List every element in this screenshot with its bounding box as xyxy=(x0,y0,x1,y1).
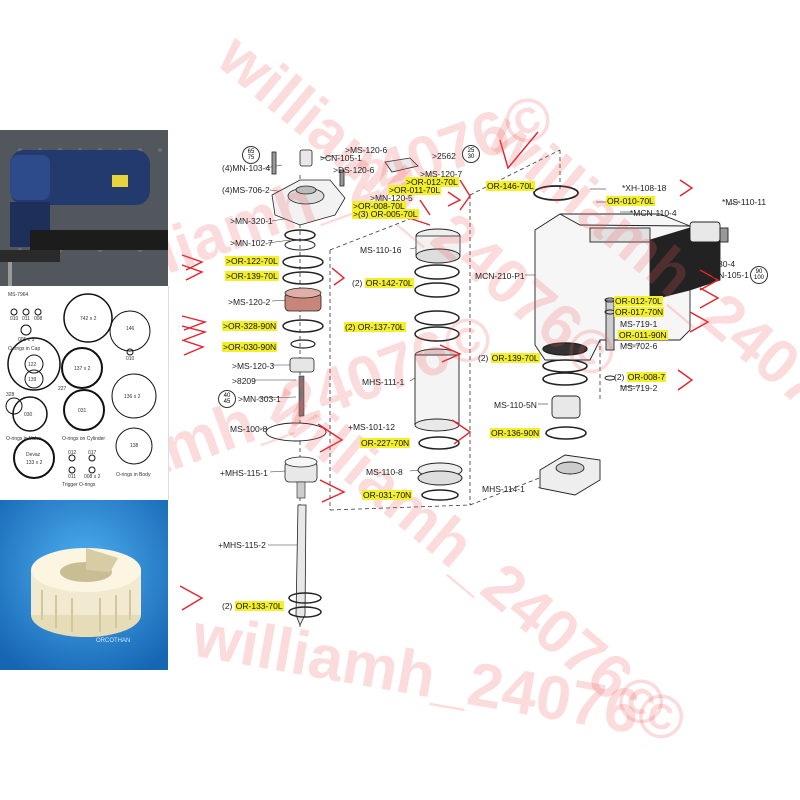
cylinder-column-parts xyxy=(414,228,463,501)
oring-n146: 146 xyxy=(126,326,135,332)
label-mn-103-4: (4)MN-103-4 xyxy=(222,163,271,173)
oring-n137: 137 x 2 xyxy=(74,366,91,372)
label-8209: >8209 xyxy=(232,376,256,386)
oring-n011: 011 xyxy=(22,316,30,322)
oring-n008: 008 xyxy=(34,316,43,322)
oring-n122: 122 xyxy=(28,362,37,368)
label-mn-303-1: >MN-303-1 xyxy=(238,394,281,404)
oring-n030: 030 xyxy=(24,412,33,418)
oring-n012: 012 xyxy=(68,450,77,456)
oring-n328: 328 xyxy=(6,392,15,398)
label-mhs-114-1: MHS-114-1 xyxy=(482,484,525,494)
label-mhs-111-1: MHS-111-1 xyxy=(362,377,405,387)
label-ms-702-6: MS-702-6 xyxy=(620,341,658,351)
label-or-031-70n: OR-031-70N xyxy=(362,490,413,500)
oring-n010b: 010 xyxy=(126,356,135,362)
oring-cylinder: O-rings on Cylinder xyxy=(62,436,106,442)
label-or-139-70l-right: (2) OR-139-70L xyxy=(478,353,540,363)
oring-n138: 138 xyxy=(130,443,139,449)
label-mcn-210-p1: MCN-210-P1 xyxy=(475,271,525,281)
label-ms-719-2: MS-719-2 xyxy=(620,383,658,393)
label-ms-120-2: >MS-120-2 xyxy=(228,297,271,307)
label-mn-102-7: >MN-102-7 xyxy=(230,238,273,248)
label-or-136-90n: OR-136-90N xyxy=(490,428,541,438)
label-or-012-70l-right: OR-012-70L xyxy=(614,296,663,306)
label-or-227-70n: OR-227-70N xyxy=(360,438,411,448)
label-mhs-115-1: +MHS-115-1 xyxy=(220,468,268,478)
label-mn-320-1: >MN-320-1 xyxy=(230,216,273,226)
label-ms-101-12: +MS-101-12 xyxy=(348,422,396,432)
oring-valve: O-rings in Valve xyxy=(6,436,42,442)
left-column-parts xyxy=(265,229,327,626)
label-cn-105-1: >CN-105-1 xyxy=(320,153,362,163)
oring-n005: 005 x 3 xyxy=(18,337,35,343)
label-or-008-7: (2) OR-008-7 xyxy=(614,372,667,382)
label-or-017-70n: OR-017-70N xyxy=(614,307,665,317)
oring-n008b: 008 x 2 xyxy=(84,474,101,480)
oring-kit-title: MS-7964 xyxy=(8,292,29,298)
label-or-005-70l: >(3) OR-005-70L xyxy=(352,209,419,219)
label-cn-105-1-right: CN-105-1 xyxy=(712,270,749,280)
label-ms-120-3: >MS-120-3 xyxy=(232,361,275,371)
label-or-030-90n: >OR-030-90N xyxy=(222,342,278,352)
nailer-photo xyxy=(0,130,168,286)
oring-kit-chart: MS-7964 010 011 008 005 x 3 742 x 2 146 … xyxy=(0,286,169,500)
label-mcn-110-4: *MCN-110-4 xyxy=(630,208,677,218)
label-or-010-70l: OR-010-70L xyxy=(606,196,655,206)
label-or-133-70l: (2) OR-133-70L xyxy=(222,601,284,611)
oring-n227: 227 xyxy=(58,386,67,392)
leader-lines xyxy=(254,154,741,546)
oring-body: O-rings in Body xyxy=(116,472,151,478)
label-in-130-4: IN-130-4 xyxy=(702,259,736,269)
label-ms-110-16: MS-110-16 xyxy=(360,245,402,255)
label-ms-719-1: MS-719-1 xyxy=(620,319,658,329)
label-or-328-90n: >OR-328-90N xyxy=(222,321,278,331)
oring-n742: 742 x 2 xyxy=(80,316,97,322)
label-ms-706-2: (4)MS-706-2 xyxy=(222,185,270,195)
nut-caption: ORCOTHAN xyxy=(96,638,131,644)
oring-trigger: Trigger O-rings xyxy=(62,482,96,488)
label-or-137-70l: (2) OR-137-70L xyxy=(344,322,406,332)
oring-n011b: 011 xyxy=(68,474,76,480)
oring-n017: 017 xyxy=(88,450,97,456)
label-or-008-70l-top: >OR-008-70L xyxy=(352,201,406,211)
nylon-nut-photo: ORCOTHAN xyxy=(0,500,168,670)
label-ms-110-11: *MS-110-11 xyxy=(722,197,767,207)
oring-nlast: Devaz xyxy=(26,452,41,458)
oring-n031: 031 xyxy=(78,408,87,414)
nylon-nut-drawing xyxy=(0,500,168,670)
label-ms-120-7: >MS-120-7 xyxy=(420,169,463,179)
oring-n136: 136 x 2 xyxy=(124,394,141,400)
oring-n133: 133 x 2 xyxy=(26,460,43,466)
label-or-012-70l-top: >OR-012-70L xyxy=(405,177,459,187)
label-mhs-115-2: +MHS-115-2 xyxy=(218,540,266,550)
oring-n139: 139 xyxy=(28,377,37,383)
label-or-011-70l-top: >OR-011-70L xyxy=(388,185,442,195)
label-or-146-70l: OR-146-70L xyxy=(486,181,535,191)
oring-n010: 010 xyxy=(10,316,19,322)
label-2562: >2562 xyxy=(432,151,456,161)
oring-cap: O-rings in Cap xyxy=(8,346,41,352)
label-mn-120-5: >MN-120-5 xyxy=(370,193,413,203)
nailer-photo-drawing xyxy=(0,130,168,286)
oring-kit-drawing xyxy=(5,293,157,479)
label-or-122-70l: >OR-122-70L xyxy=(225,256,279,266)
label-xh-108-18: *XH-108-18 xyxy=(622,183,667,193)
cap-assembly xyxy=(271,149,419,226)
label-or-139-70l-left: >OR-139-70L xyxy=(225,271,279,281)
label-or-142-70l: (2) OR-142-70L xyxy=(352,278,414,288)
label-ms-120-6: >MS-120-6 xyxy=(345,145,388,155)
label-ms-110-5n: MS-110-5N xyxy=(494,400,537,410)
label-or-011-90n: OR-011-90N xyxy=(618,330,668,340)
body-housing xyxy=(533,185,729,496)
label-ds-120-6: >DS-120-6 xyxy=(333,165,375,175)
label-ms-110-8: MS-110-8 xyxy=(366,467,403,477)
label-ms-100-8: MS-100-8 xyxy=(230,424,268,434)
